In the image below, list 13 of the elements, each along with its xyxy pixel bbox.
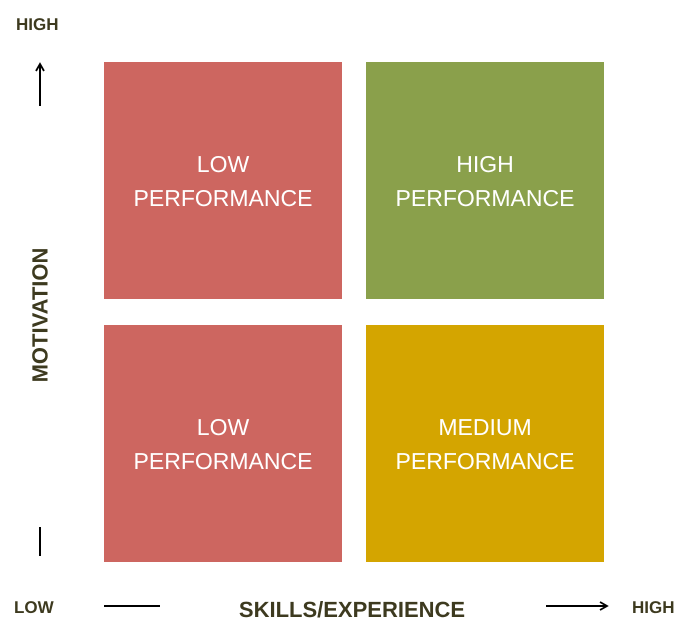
quadrant-label: LOW PERFORMANCE bbox=[132, 150, 314, 212]
quadrant-box bbox=[366, 325, 604, 562]
axis-label: HIGH bbox=[16, 14, 58, 36]
axis-label: HIGH bbox=[632, 597, 674, 619]
quadrant-box bbox=[104, 62, 342, 299]
axis-label: SKILLS/EXPERIENCE bbox=[238, 596, 466, 619]
quadrant-box bbox=[366, 62, 604, 299]
quadrant-label: HIGH PERFORMANCE bbox=[394, 150, 576, 212]
quadrant-label: LOW PERFORMANCE bbox=[132, 412, 314, 476]
quadrant-label: MEDIUM PERFORMANCE bbox=[394, 412, 576, 476]
axis-label: LOW bbox=[14, 597, 54, 619]
quadrant-box bbox=[104, 325, 342, 562]
axis-label: MOTIVATION bbox=[26, 248, 54, 382]
